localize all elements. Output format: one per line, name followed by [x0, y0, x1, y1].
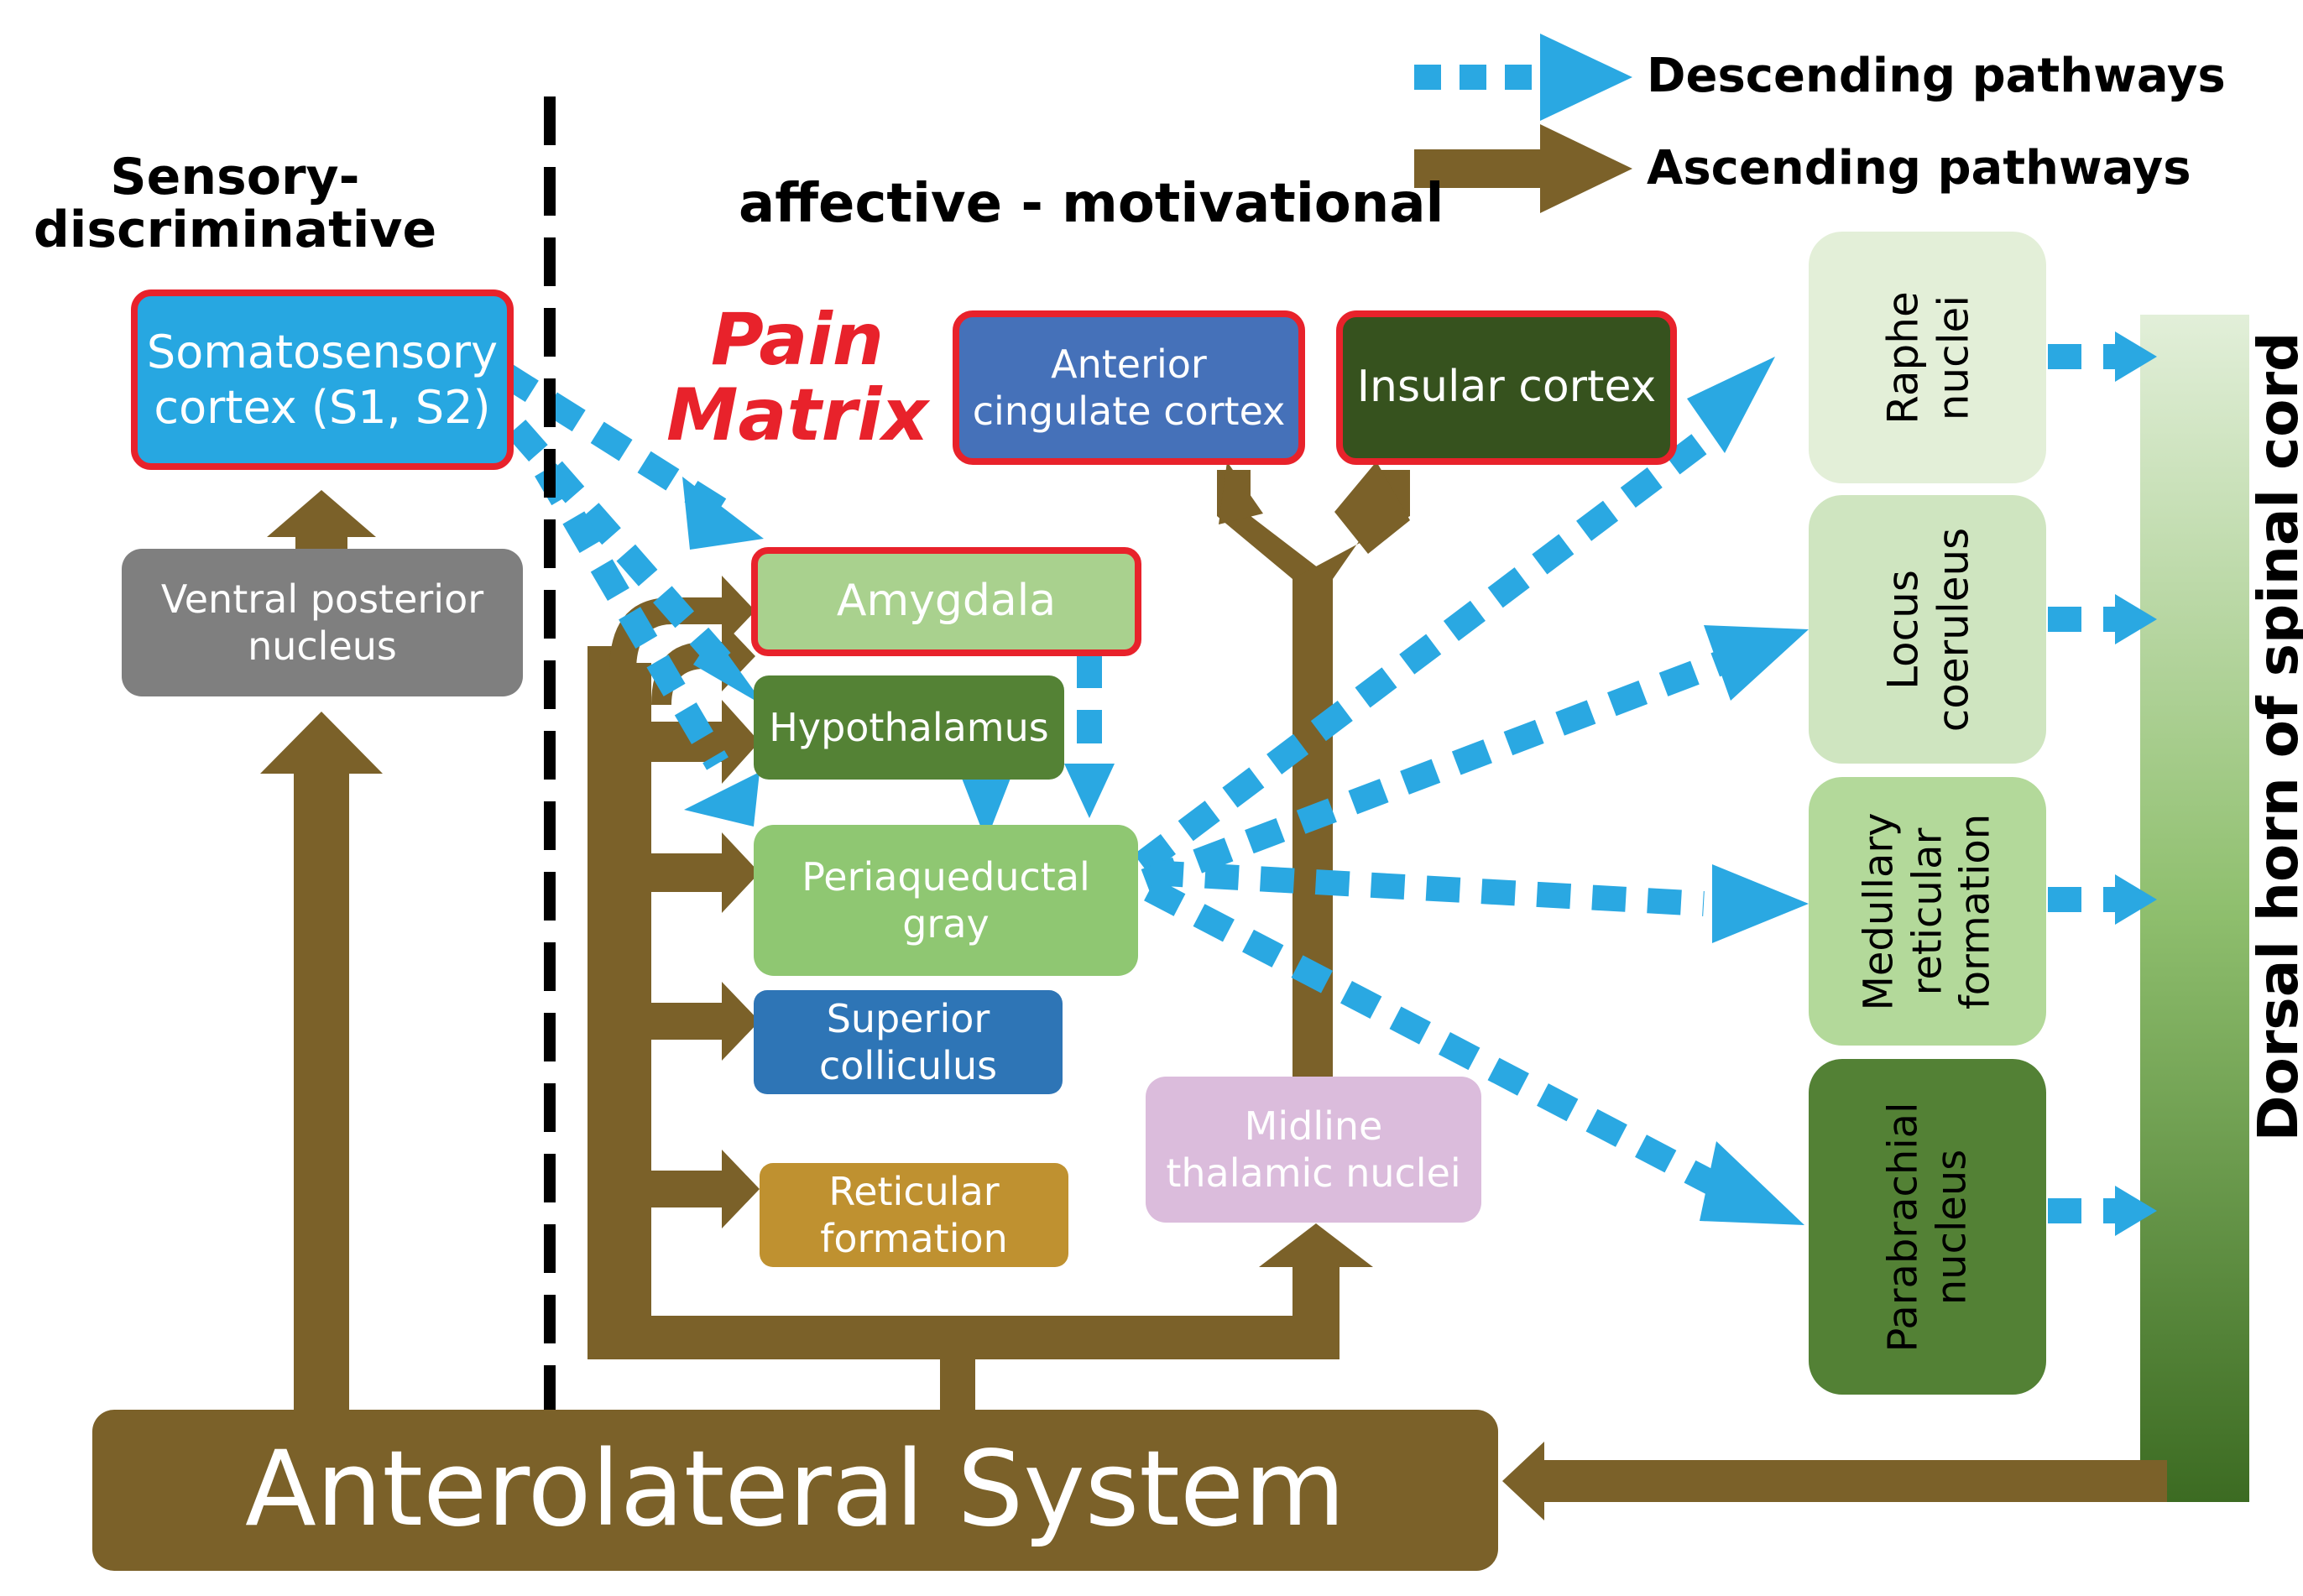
medullary-reticular-formation-box: Medullary reticular formation: [1809, 777, 2046, 1046]
reticular-formation-box: Reticular formation: [760, 1163, 1068, 1267]
locus-coeruleus-box: Locus coeruleus: [1809, 495, 2046, 764]
ventral-posterior-nucleus-box: Ventral posterior nucleus: [122, 549, 523, 696]
parabrachial-nucleus-label: Parabrachial nucleus: [1878, 1102, 1975, 1352]
legend-descending-label: Descending pathways: [1647, 49, 2226, 103]
superior-colliculus-box: Superior colliculus: [754, 990, 1063, 1094]
midline-thalamic-nuclei-box: Midline thalamic nuclei: [1146, 1077, 1481, 1223]
pain-matrix-heading: Pain Matrix: [666, 298, 929, 458]
sensory-discriminative-heading: Sensory- discriminative: [33, 148, 437, 259]
hypothalamus-box: Hypothalamus: [754, 675, 1064, 780]
raphe-nuclei-box: Raphe nuclei: [1809, 232, 2046, 483]
parabrachial-nucleus-box: Parabrachial nucleus: [1809, 1059, 2046, 1395]
insular-cortex-box: Insular cortex: [1336, 310, 1677, 465]
somatosensory-cortex-box: Somatosensory cortex (S1, S2): [131, 289, 514, 470]
descending-arrows: [497, 344, 2115, 1223]
affective-motivational-heading: affective - motivational: [739, 173, 1444, 235]
periaqueductal-gray-box: Periaqueductal gray: [754, 825, 1138, 976]
locus-coeruleus-label: Locus coeruleus: [1877, 527, 1977, 732]
raphe-nuclei-label: Raphe nuclei: [1877, 290, 1977, 425]
descending-arrowheads: [682, 331, 2157, 1236]
legend-descending-symbol: [1414, 34, 1632, 121]
dorsal-horn-label: Dorsal horn of spinal cord: [2246, 331, 2303, 1142]
anterolateral-system-box: Anterolateral System: [92, 1410, 1498, 1571]
legend-ascending-symbol: [1414, 124, 1632, 213]
legend-ascending-label: Ascending pathways: [1647, 141, 2191, 196]
amygdala-box: Amygdala: [751, 547, 1141, 656]
dorsal-horn-bar: [2140, 315, 2249, 1502]
anterior-cingulate-cortex-box: Anterior cingulate cortex: [953, 310, 1305, 465]
medullary-reticular-formation-label: Medullary reticular formation: [1855, 811, 1999, 1011]
